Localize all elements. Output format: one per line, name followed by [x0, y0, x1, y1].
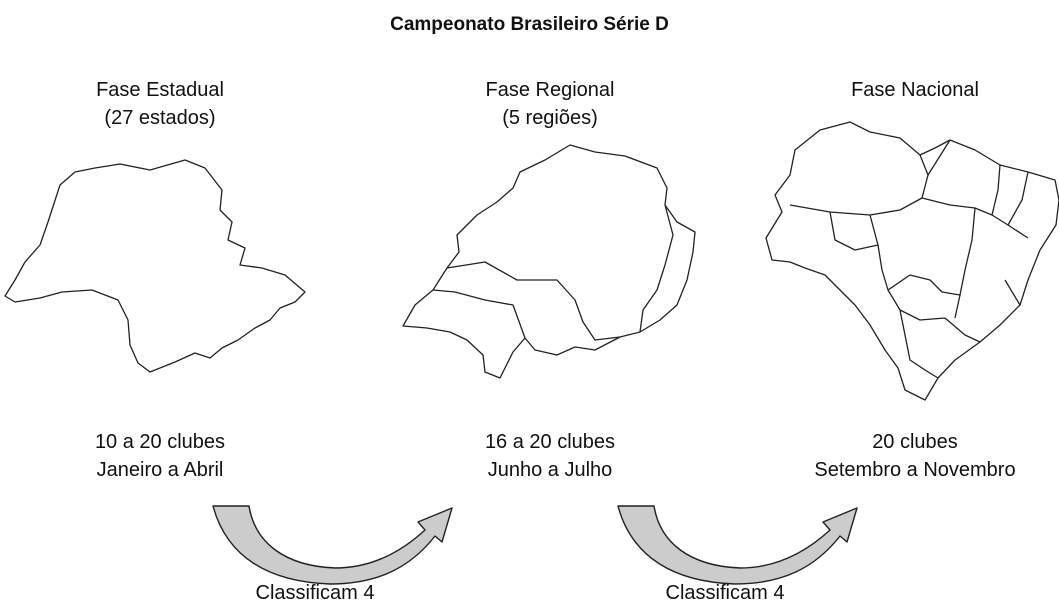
phase-3-period: Setembro a Novembro [814, 459, 1016, 481]
phase-3-clubs: 20 clubes [872, 431, 958, 453]
phase-1-detail: (27 estados) [104, 107, 216, 129]
phase-2-detail: (5 regiões) [502, 107, 598, 129]
phase-3-name: Fase Nacional [851, 79, 979, 101]
phase-1-info: 10 a 20 clubes Janeiro a Abril [10, 428, 310, 484]
phase-3-info: 20 clubes Setembro a Novembro [765, 428, 1059, 484]
transition-2-label: Classificam 4 [665, 582, 785, 604]
phase-1-clubs: 10 a 20 clubes [94, 431, 226, 453]
phase-3-header: Fase Nacional [765, 76, 1059, 104]
phase-2-header: Fase Regional (5 regiões) [400, 76, 700, 132]
diagram-title: Campeonato Brasileiro Série D [390, 14, 669, 35]
phase-2-clubs: 16 a 20 clubes [484, 431, 616, 453]
southeast-region-map [402, 144, 696, 379]
transition-1-label: Classificam 4 [255, 582, 375, 604]
curved-arrow-2 [617, 505, 858, 585]
phase-1-name: Fase Estadual [96, 79, 224, 101]
sao-paulo-state-map [4, 159, 306, 373]
brazil-map [765, 121, 1059, 401]
phase-2-info: 16 a 20 clubes Junho a Julho [400, 428, 700, 484]
phase-2-period: Junho a Julho [487, 459, 613, 481]
phase-1-period: Janeiro a Abril [96, 459, 224, 481]
curved-arrow-1 [212, 505, 453, 585]
phase-1-header: Fase Estadual (27 estados) [10, 76, 310, 132]
phase-2-name: Fase Regional [485, 79, 615, 101]
